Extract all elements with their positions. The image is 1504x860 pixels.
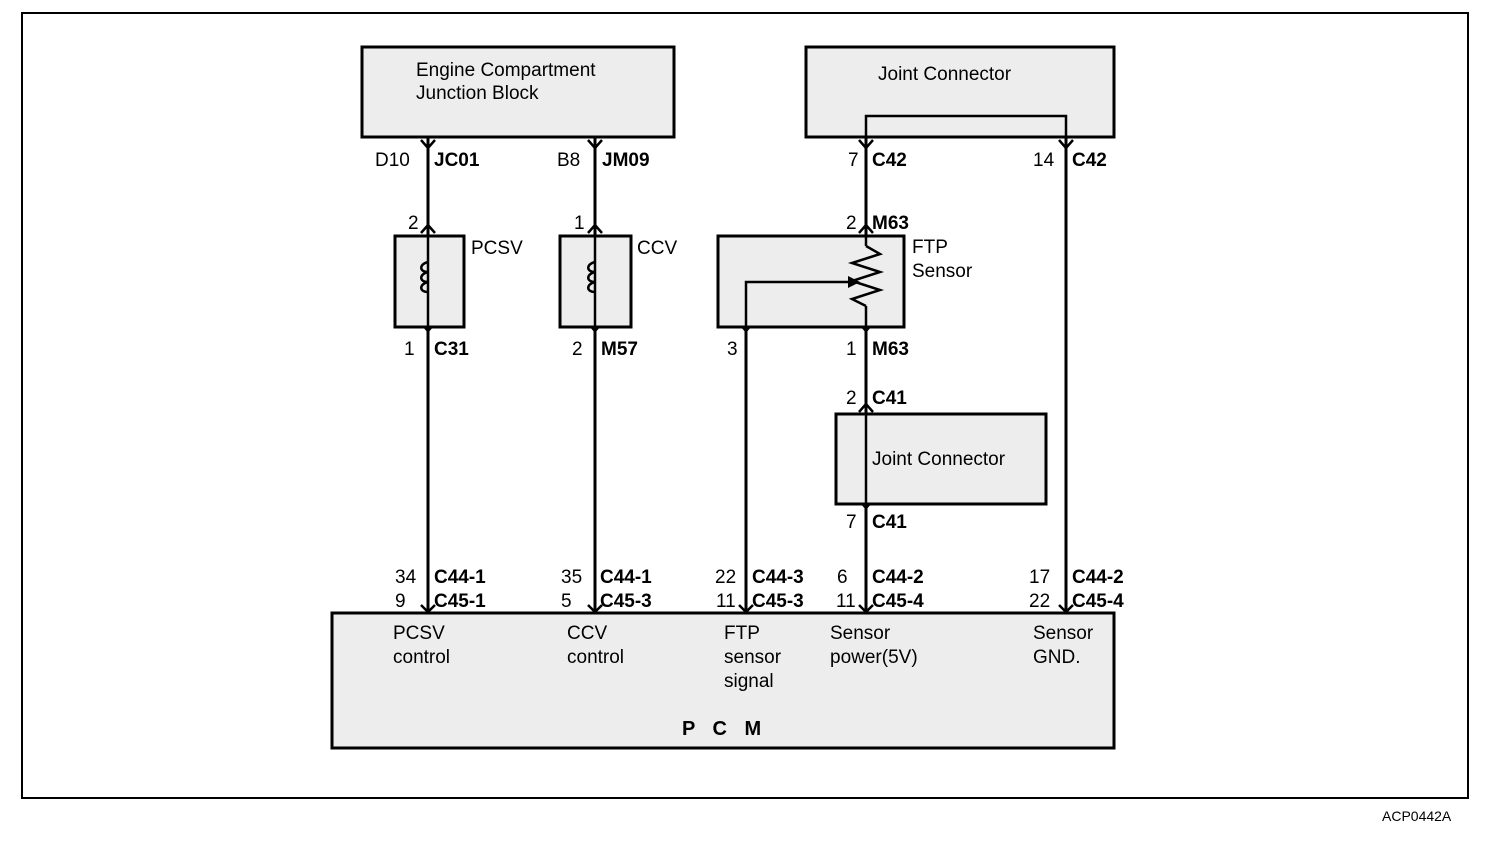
pcm-pin-gnd-c44: 17 bbox=[1029, 567, 1050, 588]
wires bbox=[426, 137, 1068, 612]
pin-7-c42: 7 bbox=[848, 150, 859, 171]
ccv-pin-top: 1 bbox=[574, 213, 585, 234]
ecjb-label-line2: Junction Block bbox=[416, 83, 539, 104]
pcm-label-ftp-1: FTP bbox=[724, 623, 760, 644]
pcm-pin-ccv-c44: 35 bbox=[561, 567, 582, 588]
pcm-pin-labels: 34 C44-1 9 C45-1 35 C44-1 5 C45-3 22 C44… bbox=[395, 567, 1124, 612]
pcm-pin-power-c44: 6 bbox=[837, 567, 848, 588]
ccv-pin-bottom: 2 bbox=[572, 339, 583, 360]
pcm-pin-pcsv-c45: 9 bbox=[395, 591, 406, 612]
pcm-conn-power-c45: C45-4 bbox=[872, 591, 924, 612]
pcm-conn-ftp-c45: C45-3 bbox=[752, 591, 804, 612]
pcm-label-ccv-2: control bbox=[567, 647, 624, 668]
pcsv-pin-top: 2 bbox=[408, 213, 419, 234]
pcm-conn-ccv-c44: C44-1 bbox=[600, 567, 652, 588]
ccv-solenoid: CCV bbox=[558, 234, 677, 329]
connector-m63-top: M63 bbox=[872, 213, 909, 234]
pcm-pin-power-c45: 11 bbox=[836, 591, 856, 612]
pcm-pin-pcsv-c44: 34 bbox=[395, 567, 417, 588]
joint-connector-top: Joint Connector bbox=[804, 45, 1116, 139]
pcm-label-ftp-3: signal bbox=[724, 671, 774, 692]
pcm-label-ccv-1: CCV bbox=[567, 623, 607, 644]
ftp-sensor: FTP Sensor bbox=[716, 234, 973, 329]
pcsv-label: PCSV bbox=[471, 238, 523, 259]
pcsv-pin-bottom: 1 bbox=[404, 339, 415, 360]
diagram-frame bbox=[21, 12, 1469, 799]
pcm-conn-power-c44: C44-2 bbox=[872, 567, 924, 588]
joint-connector-middle: Joint Connector bbox=[834, 412, 1048, 506]
pcsv-solenoid: PCSV bbox=[393, 234, 523, 329]
ecjb-label-line1: Engine Compartment bbox=[416, 60, 596, 81]
ftp-pin-signal: 3 bbox=[727, 339, 738, 360]
connector-m57: M57 bbox=[601, 339, 638, 360]
pcm-label-gnd-2: GND. bbox=[1033, 647, 1081, 668]
pcm-pin-ccv-c45: 5 bbox=[561, 591, 572, 612]
c41-pin-top: 2 bbox=[846, 388, 857, 409]
connector-c41-bottom: C41 bbox=[872, 512, 907, 533]
connector-jm09: JM09 bbox=[602, 150, 650, 171]
pcm-label-pcsv-2: control bbox=[393, 647, 450, 668]
pin-b8: B8 bbox=[557, 150, 580, 171]
pin-14-c42: 14 bbox=[1033, 150, 1055, 171]
pcm-label-power-1: Sensor bbox=[830, 623, 891, 644]
joint-connector-middle-label: Joint Connector bbox=[872, 449, 1006, 470]
pcm-conn-pcsv-c45: C45-1 bbox=[434, 591, 486, 612]
pcm-label-power-2: power(5V) bbox=[830, 647, 918, 668]
pcm-pin-gnd-c45: 22 bbox=[1029, 591, 1050, 612]
connector-c42-a: C42 bbox=[872, 150, 907, 171]
pcm-conn-ccv-c45: C45-3 bbox=[600, 591, 652, 612]
pcm-module: PCSV control CCV control FTP sensor sign… bbox=[330, 611, 1116, 750]
joint-connector-top-label: Joint Connector bbox=[878, 64, 1012, 85]
ftp-pin-bottom: 1 bbox=[846, 339, 857, 360]
pcm-conn-ftp-c44: C44-3 bbox=[752, 567, 804, 588]
ccv-label: CCV bbox=[637, 238, 677, 259]
connector-c31: C31 bbox=[434, 339, 469, 360]
ftp-label-line2: Sensor bbox=[912, 261, 973, 282]
connector-c42-b: C42 bbox=[1072, 150, 1107, 171]
pcm-pin-ftp-c45: 11 bbox=[716, 591, 736, 612]
connector-jc01: JC01 bbox=[434, 150, 480, 171]
connector-c41-top: C41 bbox=[872, 388, 907, 409]
ftp-pin-top: 2 bbox=[846, 213, 857, 234]
pcm-conn-gnd-c45: C45-4 bbox=[1072, 591, 1124, 612]
pcm-title: P C M bbox=[682, 718, 767, 740]
pcm-conn-pcsv-c44: C44-1 bbox=[434, 567, 486, 588]
figure-reference: ACP0442A bbox=[1382, 808, 1452, 824]
pin-d10: D10 bbox=[375, 150, 410, 171]
pcm-conn-gnd-c44: C44-2 bbox=[1072, 567, 1124, 588]
connector-m63-bottom: M63 bbox=[872, 339, 909, 360]
pcm-pin-ftp-c44: 22 bbox=[715, 567, 736, 588]
engine-compartment-junction-block: Engine Compartment Junction Block bbox=[360, 45, 676, 139]
pcm-label-gnd-1: Sensor bbox=[1033, 623, 1094, 644]
ftp-label-line1: FTP bbox=[912, 237, 948, 258]
pcm-label-pcsv-1: PCSV bbox=[393, 623, 445, 644]
c41-pin-bottom: 7 bbox=[846, 512, 857, 533]
pcm-label-ftp-2: sensor bbox=[724, 647, 782, 668]
